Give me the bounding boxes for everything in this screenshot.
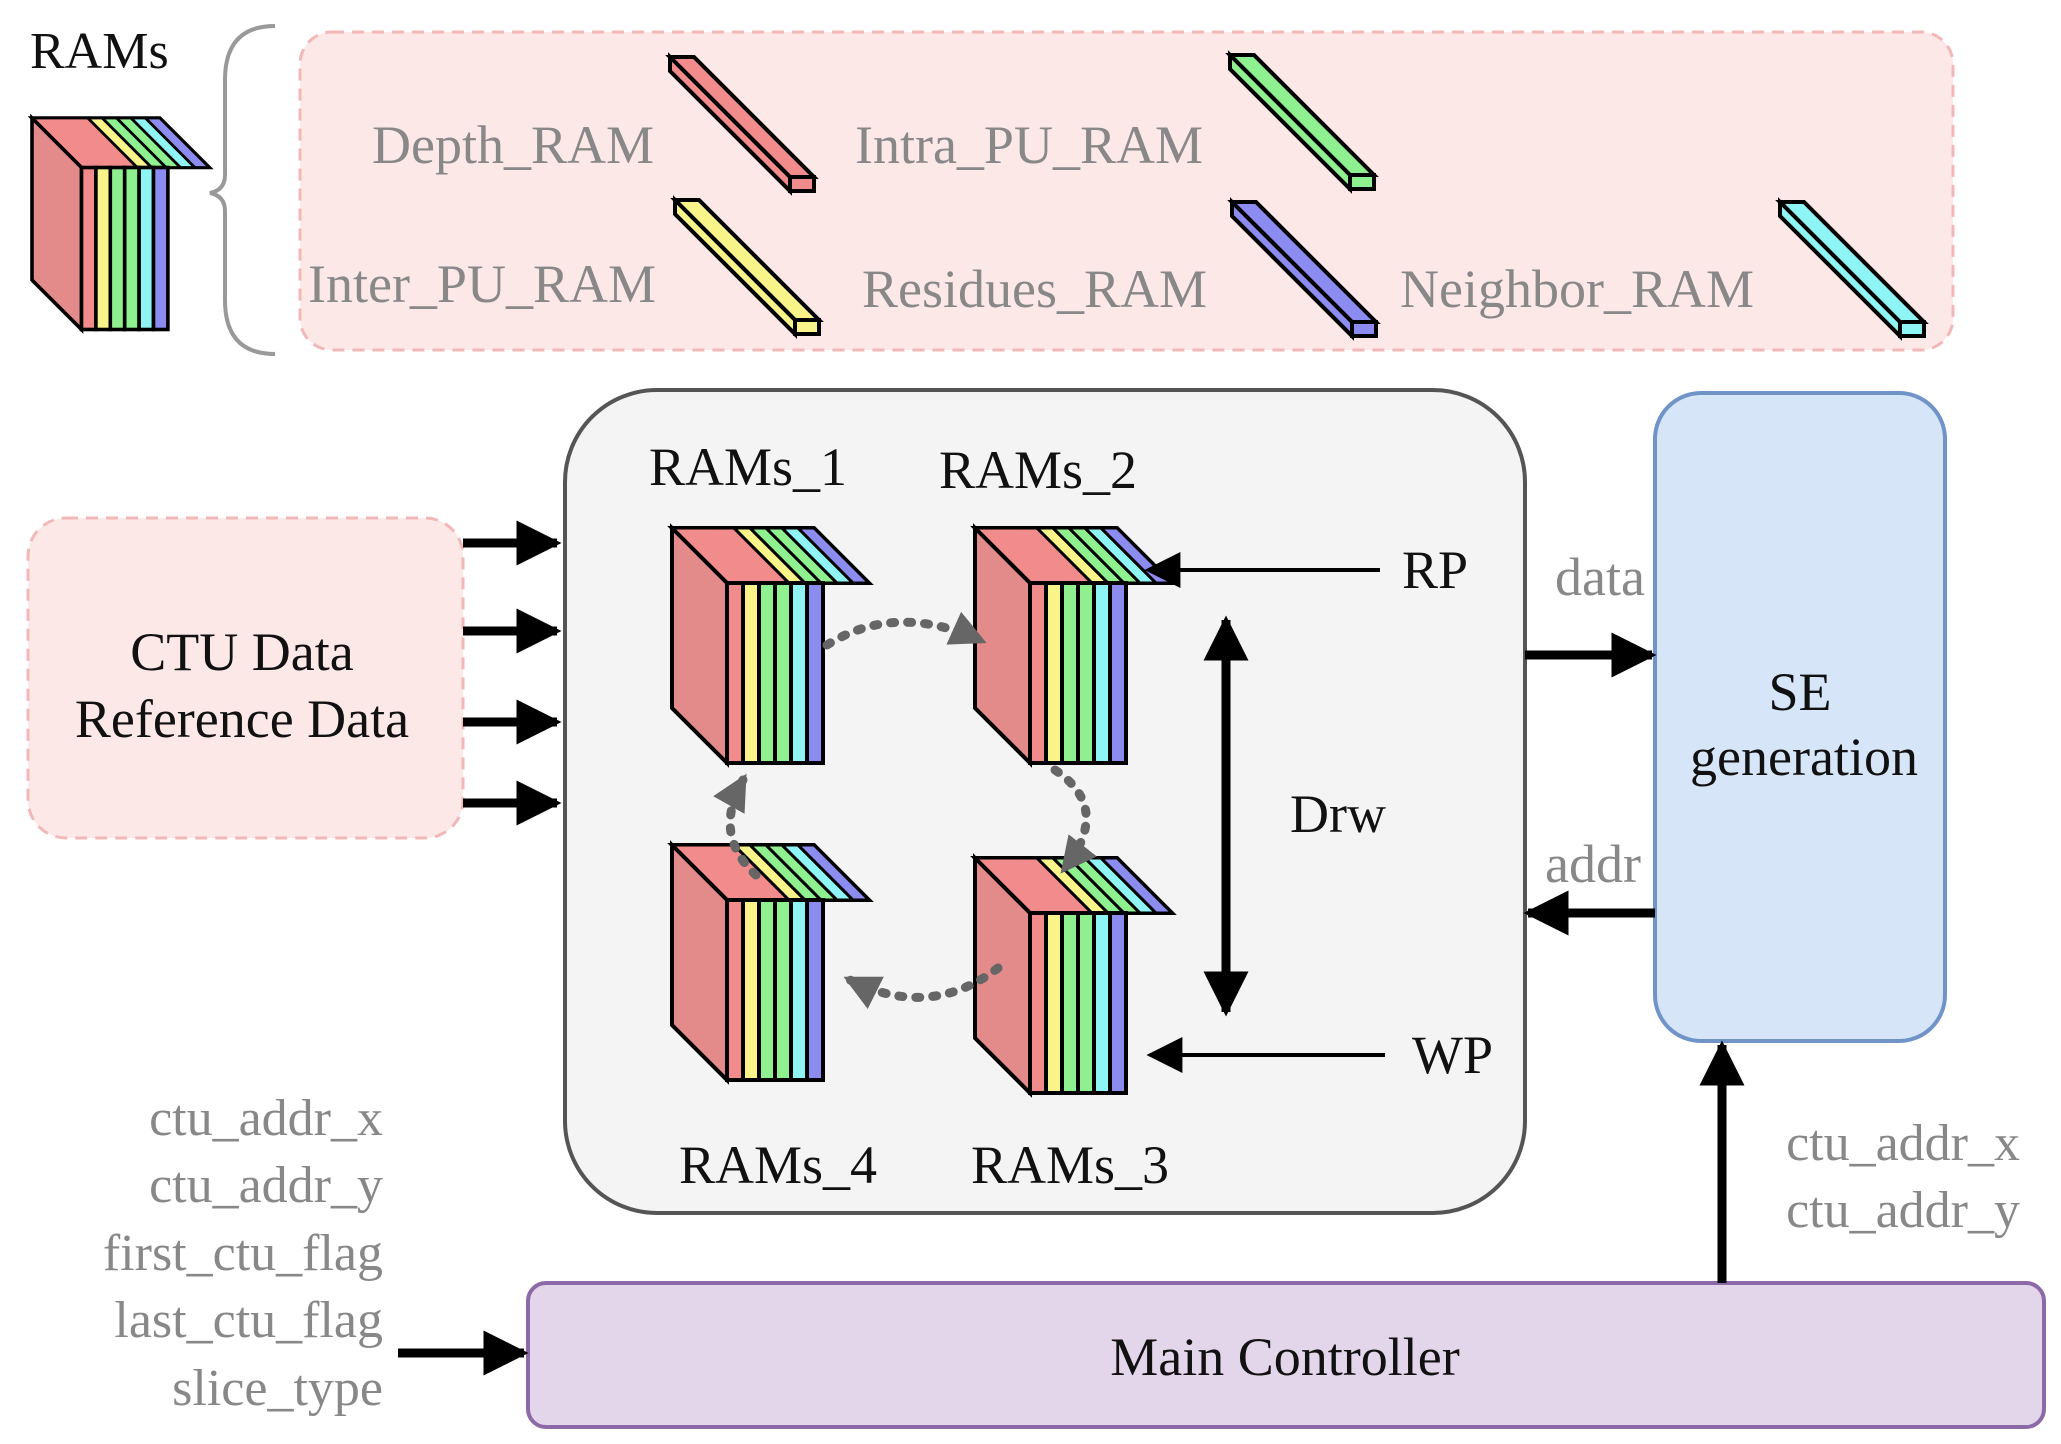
cube-front-stripe (108, 165, 127, 332)
input-first-ctu-flag: first_ctu_flag (103, 1225, 383, 1282)
cube-front-stripe (773, 898, 793, 1082)
cube-front-stripe (151, 165, 170, 332)
cube-front-stripe (1044, 911, 1064, 1095)
controller-input-labels: ctu_addr_x ctu_addr_y first_ctu_flag las… (103, 1090, 383, 1417)
pointer-distance-label: Drw (1290, 784, 1386, 844)
depth-ram-bar-icon (665, 52, 819, 196)
rotation-arrow-1-to-2 (822, 611, 987, 650)
cube-front-stripe (741, 898, 761, 1082)
cube-top-stripe (794, 526, 873, 585)
main-controller-label: Main Controller (1110, 1327, 1459, 1387)
legend-label-residues-ram: Residues_RAM (862, 259, 1207, 319)
se-label: SE (1768, 662, 1831, 722)
output-ctu-addr-x: ctu_addr_x (1786, 1115, 2020, 1172)
cube-front-stripe (805, 898, 825, 1082)
data-label: data (1555, 547, 1645, 607)
legend-label-intra-pu-ram: Intra_PU_RAM (855, 115, 1203, 175)
rotation-arrows (713, 611, 1097, 1009)
rams-2-label: RAMs_2 (939, 440, 1137, 500)
cube-top-stripe (1097, 856, 1176, 915)
cube-front-stripe (1092, 911, 1112, 1095)
cube-front-stripe (757, 898, 777, 1082)
rams-3-label: RAMs_3 (971, 1135, 1169, 1195)
rams-2-cube-icon (970, 523, 1177, 768)
cube-front-stripe (773, 581, 793, 765)
cube-front-stripe (1108, 581, 1128, 765)
input-slice-type: slice_type (172, 1360, 383, 1417)
cube-front-stripe (1076, 581, 1096, 765)
cube-front-stripe (122, 165, 141, 332)
bar-end-face (793, 318, 821, 336)
cube-front-stripe (1028, 581, 1048, 765)
rams-4-label: RAMs_4 (679, 1135, 877, 1195)
cube-front-stripe (1060, 581, 1080, 765)
cube-front-stripe (1076, 911, 1096, 1095)
bar-end-face (1348, 173, 1376, 191)
cube-front-stripe (789, 581, 809, 765)
cube-front-stripe (1028, 911, 1048, 1095)
legend-label-depth-ram: Depth_RAM (372, 115, 654, 175)
output-ctu-addr-y: ctu_addr_y (1786, 1182, 2020, 1239)
intra-pu-ram-bar-icon (1225, 50, 1379, 194)
legend-brace (209, 24, 276, 356)
input-arrows (463, 520, 562, 826)
cube-front-stripe (1060, 911, 1080, 1095)
input-ctu-addr-x: ctu_addr_x (149, 1090, 383, 1147)
legend-title: RAMs (30, 23, 169, 80)
rams-1-label: RAMs_1 (649, 437, 847, 497)
cube-front-stripe (789, 898, 809, 1082)
reference-data-label: Reference Data (75, 689, 409, 749)
residues-ram-bar-icon (1227, 197, 1381, 341)
cube-top-stripe (794, 843, 873, 902)
rams-3-cube-icon (970, 853, 1177, 1098)
neighbor-ram-bar-icon (1775, 197, 1929, 341)
rotation-arrow-2-to-3 (1050, 765, 1097, 874)
addr-label: addr (1545, 834, 1641, 894)
generation-label: generation (1690, 727, 1918, 787)
legend-ram-cube-icon (27, 113, 214, 334)
ctu-data-label: CTU Data (130, 622, 353, 682)
cube-front-stripe (94, 165, 113, 332)
cube-front-stripe (1044, 581, 1064, 765)
cube-front-stripe (79, 165, 98, 332)
cube-front-stripe (1108, 911, 1128, 1095)
cube-front-stripe (741, 581, 761, 765)
legend-label-inter-pu-ram: Inter_PU_RAM (308, 254, 656, 314)
rams-4-cube-icon (667, 840, 874, 1085)
rams-1-cube-icon (667, 523, 874, 768)
input-last-ctu-flag: last_ctu_flag (114, 1292, 383, 1349)
bar-end-face (1898, 320, 1926, 338)
cube-front-stripe (1092, 581, 1112, 765)
bar-end-face (788, 175, 816, 193)
cube-front-stripe (725, 898, 745, 1082)
cube-front-stripe (137, 165, 156, 332)
input-ctu-addr-y: ctu_addr_y (149, 1157, 383, 1214)
inter-pu-ram-bar-icon (670, 195, 824, 339)
cube-front-stripe (805, 581, 825, 765)
se-generation-box (1653, 391, 1947, 1043)
legend-label-neighbor-ram: Neighbor_RAM (1400, 259, 1754, 319)
rotation-arrow-3-to-4 (843, 963, 1003, 1009)
bar-end-face (1350, 320, 1378, 338)
write-pointer-label: WP (1412, 1025, 1493, 1085)
rotation-arrow-4-to-1 (713, 773, 761, 880)
ctu-data-box (26, 516, 465, 840)
cube-front-stripe (757, 581, 777, 765)
read-pointer-label: RP (1402, 540, 1468, 600)
cube-top-stripe (142, 116, 213, 169)
cube-front-stripe (725, 581, 745, 765)
